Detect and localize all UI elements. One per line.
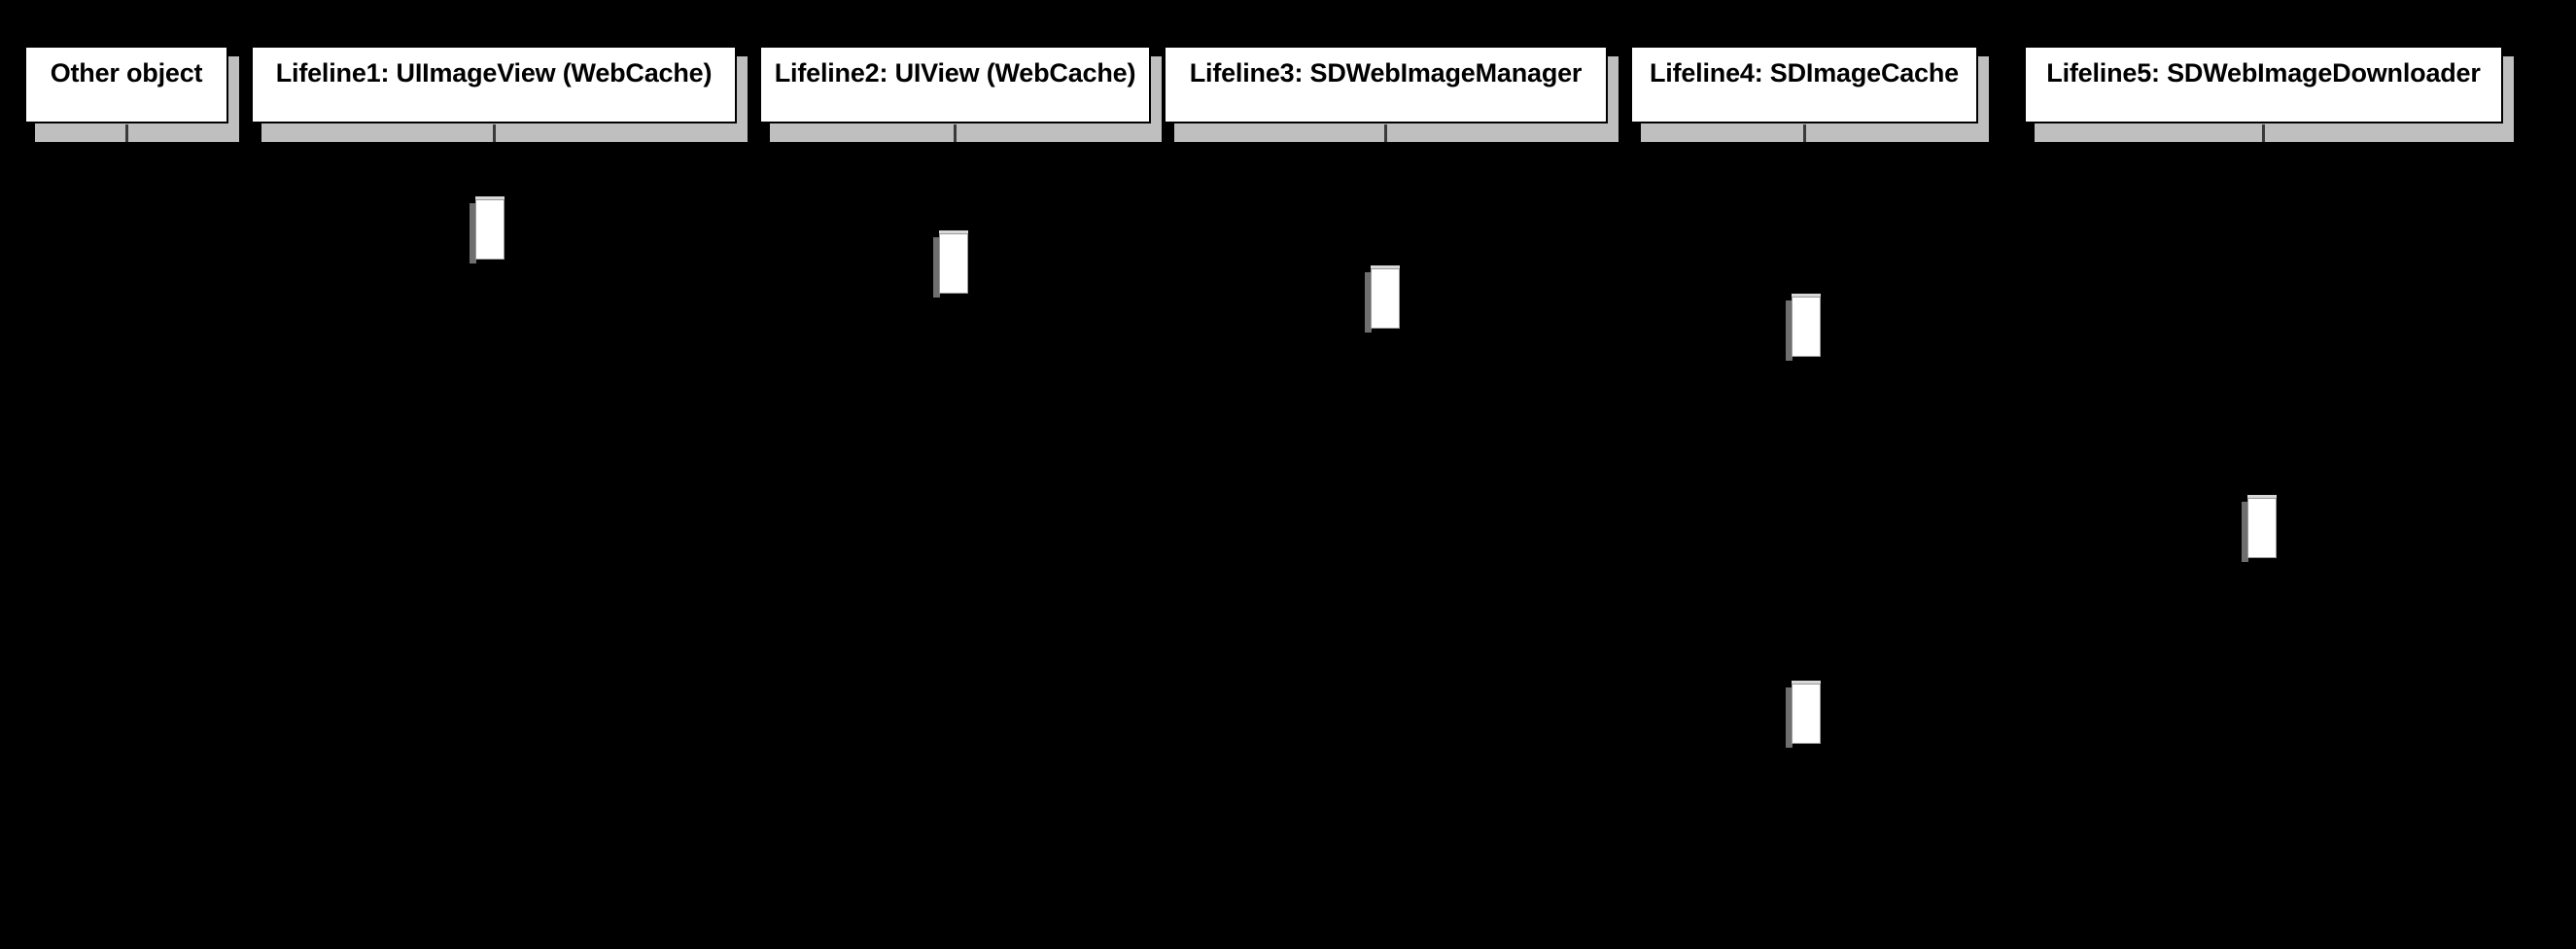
lifeline-stem-lifeline2 [954, 123, 956, 832]
lifeline-anchor-tick [954, 124, 957, 142]
activation-bar-lifeline5[interactable] [2247, 498, 2277, 558]
lifeline-anchor-tick [1384, 124, 1387, 142]
activation-bar-shadow [1786, 300, 1793, 361]
lifeline-stem-other-object [125, 123, 127, 832]
lifeline-anchor-tick [493, 124, 496, 142]
lifeline-header-lifeline2[interactable]: Lifeline2: UIView (WebCache) [759, 46, 1151, 123]
activation-bar-cap [1792, 294, 1821, 297]
activation-bar-lifeline3[interactable] [1371, 268, 1400, 329]
lifeline-header-lifeline5[interactable]: Lifeline5: SDWebImageDownloader [2024, 46, 2503, 123]
activation-bar-lifeline2[interactable] [939, 233, 968, 294]
activation-bar-lifeline4[interactable] [1792, 297, 1821, 357]
lifeline-anchor-tick [125, 124, 128, 142]
activation-bar-cap [2247, 495, 2277, 498]
activation-bar-cap [1792, 681, 1821, 684]
lifeline-header-lifeline3[interactable]: Lifeline3: SDWebImageManager [1164, 46, 1608, 123]
lifeline-header-label: Lifeline5: SDWebImageDownloader [2046, 58, 2481, 88]
activation-bar-shadow [933, 237, 940, 298]
lifeline-header-other-object[interactable]: Other object [24, 46, 228, 123]
activation-bar-cap [939, 230, 968, 233]
lifeline-stem-lifeline4 [1803, 123, 1805, 832]
activation-bar-shadow [2242, 502, 2248, 562]
activation-bar-shadow [1786, 687, 1793, 748]
lifeline-header-label: Lifeline3: SDWebImageManager [1189, 58, 1583, 88]
lifeline-header-label: Other object [50, 58, 203, 88]
lifeline-anchor-tick [1803, 124, 1806, 142]
lifeline-header-label: Lifeline2: UIView (WebCache) [774, 58, 1136, 88]
lifeline-stem-lifeline3 [1384, 123, 1386, 832]
activation-bar-lifeline4[interactable] [1792, 684, 1821, 744]
lifeline-stem-lifeline1 [493, 123, 495, 832]
activation-bar-lifeline1[interactable] [475, 199, 505, 260]
lifeline-anchor-tick [2262, 124, 2265, 142]
activation-bar-cap [475, 196, 505, 199]
lifeline-header-label: Lifeline4: SDImageCache [1649, 58, 1959, 88]
activation-bar-shadow [470, 203, 476, 264]
lifeline-header-label: Lifeline1: UIImageView (WebCache) [275, 58, 713, 88]
lifeline-stem-lifeline5 [2262, 123, 2264, 832]
activation-bar-shadow [1365, 272, 1372, 333]
activation-bar-cap [1371, 265, 1400, 268]
lifeline-header-lifeline1[interactable]: Lifeline1: UIImageView (WebCache) [251, 46, 737, 123]
lifeline-header-lifeline4[interactable]: Lifeline4: SDImageCache [1630, 46, 1978, 123]
